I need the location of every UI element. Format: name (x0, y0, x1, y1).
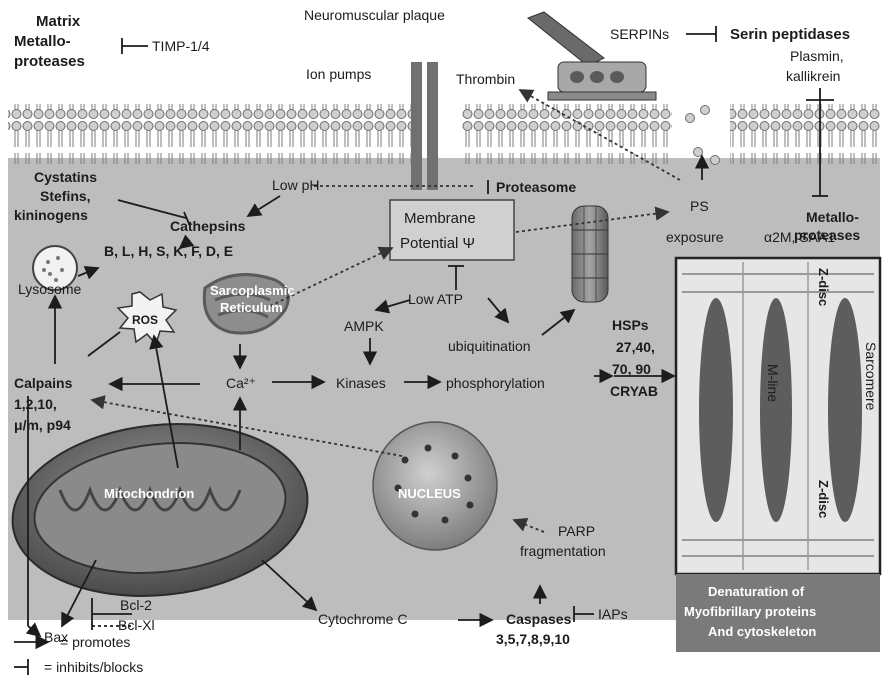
mmp-title-line1: Matrix (36, 13, 81, 30)
membrane-potential-line1: Membrane (404, 210, 476, 227)
serin-peptidases-label: Serin peptidases (730, 26, 850, 43)
mitochondrion-label: Mitochondrion (104, 486, 194, 501)
stefins-label: Stefins, (40, 188, 91, 204)
bcl2-label: Bcl-2 (120, 597, 152, 613)
bclxl-label: Bcl-Xl (118, 617, 155, 633)
calpains-line3: μ/m, p94 (14, 417, 71, 433)
serpins-label: SERPINs (610, 26, 669, 42)
cell-membrane (8, 104, 880, 165)
a2m-label: α2M, SAA1 (764, 229, 835, 245)
ion-pumps-label: Ion pumps (306, 66, 371, 82)
cytochrome-label: Cytochrome C (318, 611, 407, 627)
caspases-label: Caspases (506, 611, 572, 627)
phosphorylation-label: phosphorylation (446, 375, 545, 391)
thrombin-label: Thrombin (456, 71, 515, 87)
kallikrein-label: kallikrein (786, 68, 840, 84)
kinases-label: Kinases (336, 375, 386, 391)
hsp-line3: 70, 90 (612, 361, 651, 377)
neuromuscular-label: Neuromuscular plaque (304, 7, 445, 23)
ubiquitination-label: ubiquitination (448, 338, 531, 354)
parp-label: PARP (558, 523, 595, 539)
fragmentation-label: fragmentation (520, 543, 606, 559)
mline-label: M-line (765, 364, 781, 402)
sarcomere-panel (676, 258, 880, 574)
hsp-line4: CRYAB (610, 383, 658, 399)
ros-label: ROS (132, 313, 158, 327)
membrane-potential-line2: Potential Ψ (400, 235, 475, 252)
proteasome-icon (572, 206, 608, 302)
bax-label: Bax (44, 629, 68, 645)
sarcomere-label: Sarcomere (863, 342, 879, 411)
caspase-numbers-label: 3,5,7,8,9,10 (496, 631, 570, 647)
sarcoplasmic-label: Sarcoplasmic (210, 283, 295, 298)
hsp-line1: HSPs (612, 317, 649, 333)
legend-inhibits-label: = inhibits/blocks (44, 659, 143, 675)
calpains-line1: Calpains (14, 375, 73, 391)
legend: = promotes = inhibits/blocks (14, 634, 143, 675)
proteasome-label: Proteasome (496, 179, 576, 195)
myofibril-1 (699, 298, 733, 522)
denaturation-line3: And cytoskeleton (708, 624, 816, 639)
nucleus-label: NUCLEUS (398, 486, 461, 501)
cathepsins-label: Cathepsins (170, 218, 246, 234)
myofibril-3 (828, 298, 862, 522)
reticulum-label: Reticulum (220, 300, 283, 315)
calcium-label: Ca²⁺ (226, 375, 256, 391)
hsp-line2: 27,40, (616, 339, 655, 355)
cystatins-label: Cystatins (34, 169, 97, 185)
plasmin-label: Plasmin, (790, 48, 844, 64)
zdisc-bottom-label: Z-disc (816, 480, 831, 518)
lysosome-label: Lysosome (18, 281, 82, 297)
denaturation-line1: Denaturation of (708, 584, 805, 599)
legend-promotes-label: = promotes (60, 634, 130, 650)
ps-label: PS (690, 198, 709, 214)
cathepsin-types-label: B, L, H, S, K, F, D, E (104, 243, 233, 259)
low-atp-label: Low ATP (408, 291, 463, 307)
kininogens-label: kininogens (14, 207, 88, 223)
metalloproteases2-line1: Metallo- (806, 209, 859, 225)
ampk-label: AMPK (344, 318, 384, 334)
myofibril-2 (760, 298, 792, 522)
mmp-title-line3: proteases (14, 53, 85, 70)
exposure-label: exposure (666, 229, 724, 245)
low-ph-label: Low pH (272, 177, 319, 193)
timp-label: TIMP-1/4 (152, 38, 210, 54)
denaturation-line2: Myofibrillary proteins (684, 604, 816, 619)
mmp-title-line2: Metallo- (14, 33, 71, 50)
iaps-label: IAPs (598, 606, 628, 622)
zdisc-top-label: Z-disc (816, 268, 831, 306)
calpains-line2: 1,2,10, (14, 396, 57, 412)
